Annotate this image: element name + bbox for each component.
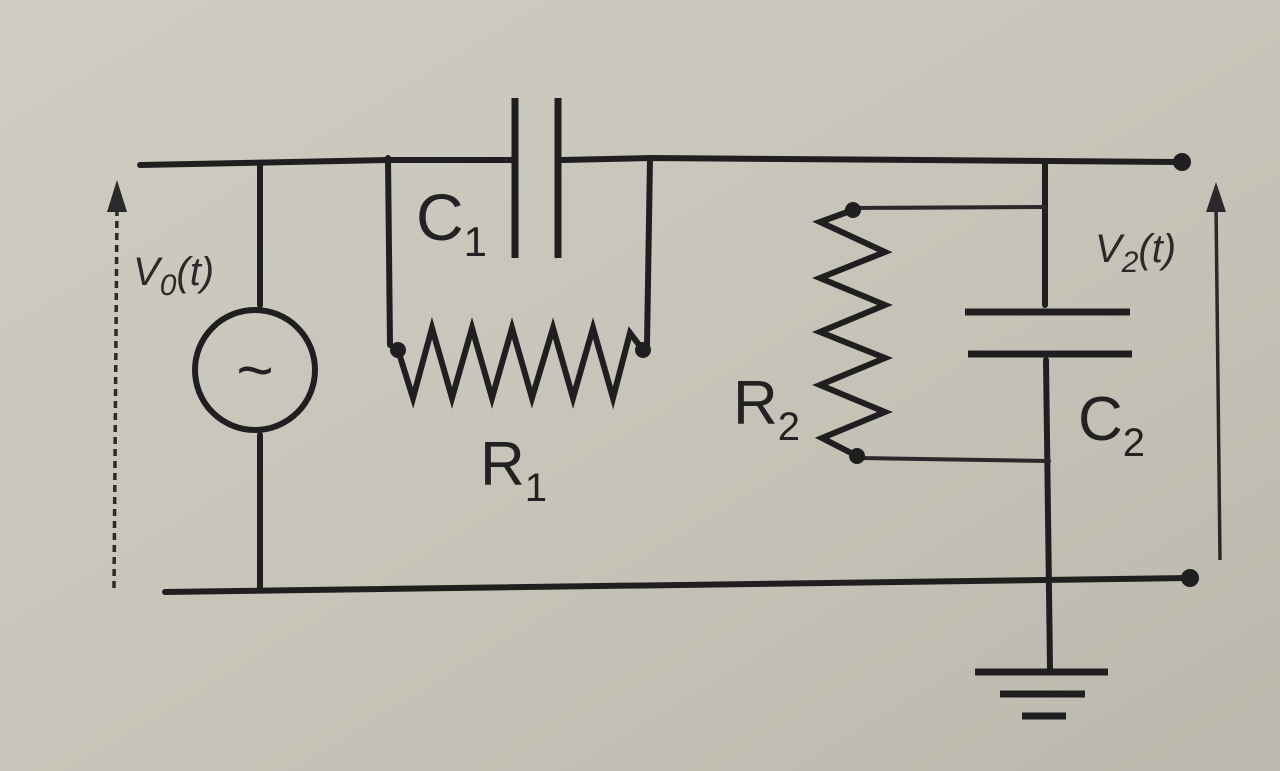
source-voltage-arrow bbox=[107, 180, 127, 589]
r2-label: R2 bbox=[733, 369, 800, 449]
source-voltage-label: V0(t) bbox=[133, 250, 214, 302]
c2-label: C2 bbox=[1078, 385, 1145, 465]
output-terminal-bottom bbox=[1181, 569, 1199, 587]
c1-label: C1 bbox=[416, 180, 487, 265]
output-voltage-arrow bbox=[1206, 182, 1226, 561]
output-terminal-top bbox=[1173, 153, 1191, 171]
r2-resistor bbox=[812, 207, 893, 459]
r2-c2-block bbox=[812, 159, 1132, 671]
ground-symbol bbox=[975, 668, 1108, 720]
bottom-rail bbox=[162, 575, 1191, 595]
source-symbol: ~ bbox=[236, 334, 273, 406]
ac-source: ~ bbox=[192, 162, 318, 591]
r1-label: R1 bbox=[480, 430, 547, 510]
source-circle bbox=[192, 307, 318, 433]
output-voltage-label: V2(t) bbox=[1095, 227, 1176, 279]
r1-resistor bbox=[395, 316, 646, 410]
c1-r1-block bbox=[385, 98, 653, 410]
